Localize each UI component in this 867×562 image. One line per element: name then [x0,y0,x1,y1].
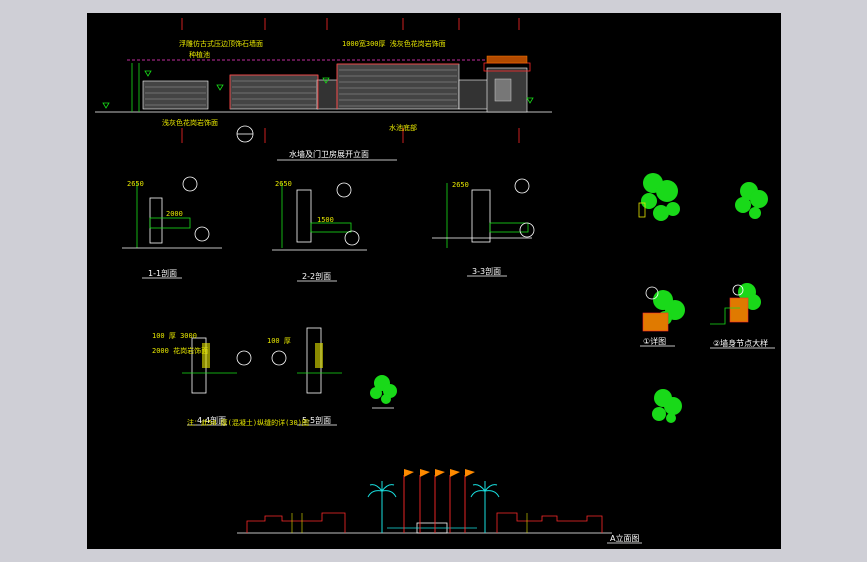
section-label-4: 4-4剖面 [197,415,226,425]
top-note-left: 浮雕仿古式压边顶饰石墙面 [179,39,263,48]
section-label-2: 2-2剖面 [302,271,331,281]
elevation-top: 浮雕仿古式压边顶饰石墙面 种植池 1000宽300厚 浅灰色花岗岩饰面 浅灰色花… [95,18,552,161]
note-line: 注：此50 厚(混凝土)纵缝的详(30)图 [187,418,309,427]
svg-text:1500: 1500 [317,216,334,224]
section-label-3: 3-3剖面 [472,266,501,276]
cad-drawing-viewport[interactable]: 浮雕仿古式压边顶饰石墙面 种植池 1000宽300厚 浅灰色花岗岩饰面 浅灰色花… [87,13,781,549]
bottom-note-right: 水池底部 [389,123,417,132]
detail-label-1: ①详图 [643,336,666,346]
svg-text:100 厚 3000: 100 厚 3000 [152,332,197,340]
main-title: 水墙及门卫房展开立面 [289,149,369,159]
section-details-row: 2650 2000 1-1剖面 2650 1500 2-2剖面 2650 3-3剖面 [122,176,535,282]
bottom-note-left: 浅灰色花岗岩饰面 [162,118,218,127]
elevation-bottom: A立面图 [237,469,642,544]
svg-text:2650: 2650 [275,180,292,188]
svg-text:100 厚: 100 厚 [267,337,291,345]
svg-text:2000: 2000 [166,210,183,218]
top-note-left-2: 种植池 [189,50,210,59]
planting-details: ①详图 ②墙身节点大样 [638,173,775,423]
section-details-middle: 100 厚 3000 2000 花岗岩饰面 4-4剖面 100 厚 5-5剖面 … [152,327,397,427]
svg-text:2650: 2650 [452,181,469,189]
detail-label-2: ②墙身节点大样 [713,338,768,348]
cad-drawing-canvas: 浮雕仿古式压边顶饰石墙面 种植池 1000宽300厚 浅灰色花岗岩饰面 浅灰色花… [95,18,775,544]
svg-text:2650: 2650 [127,180,144,188]
svg-text:2000 花岗岩饰面: 2000 花岗岩饰面 [152,346,208,355]
bottom-title: A立面图 [610,533,639,543]
top-note-right: 1000宽300厚 浅灰色花岗岩饰面 [342,39,446,48]
section-label-1: 1-1剖面 [148,268,177,278]
section-label-5: 5-5剖面 [302,415,331,425]
